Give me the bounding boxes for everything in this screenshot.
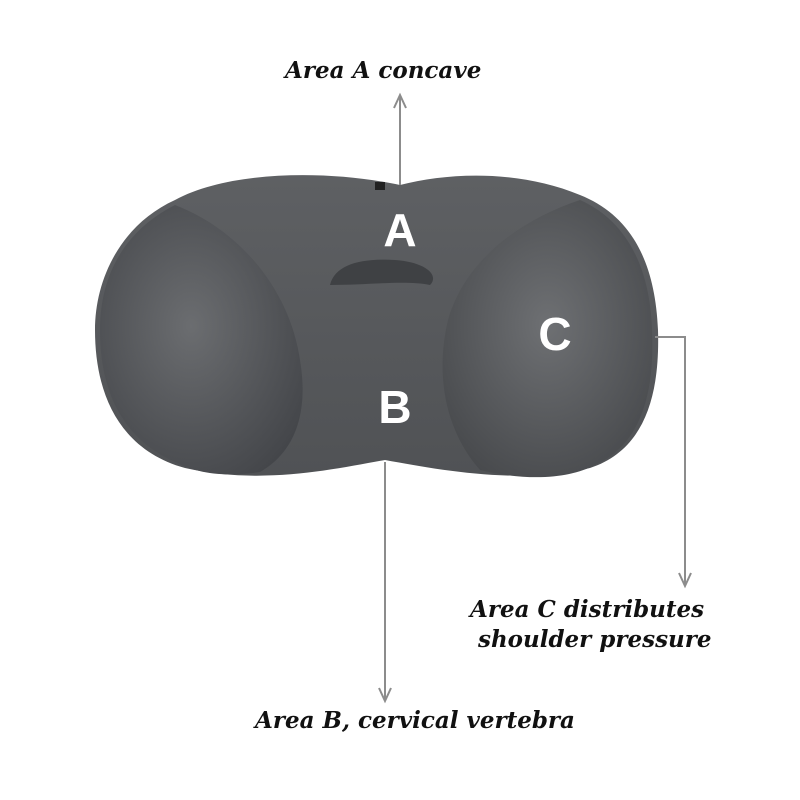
arrow-area-c: [655, 336, 692, 589]
arrow-area-a: [393, 92, 407, 185]
zone-c-letter: C: [538, 308, 571, 360]
neck-hollow: [330, 259, 434, 285]
label-area-a: Area A concave: [285, 57, 482, 84]
pillow-right-lobe: [442, 200, 653, 478]
pillow-zipper-tab: [375, 182, 385, 190]
zone-b-letter: B: [378, 381, 411, 433]
label-area-c-line1: Area C distributes: [470, 596, 705, 623]
arrow-area-b: [378, 462, 392, 704]
pillow-left-lobe: [100, 205, 303, 475]
label-area-b: Area B, cervical vertebra: [255, 707, 575, 734]
zone-a-letter: A: [383, 204, 416, 256]
label-area-c-line2: shoulder pressure: [478, 626, 712, 653]
